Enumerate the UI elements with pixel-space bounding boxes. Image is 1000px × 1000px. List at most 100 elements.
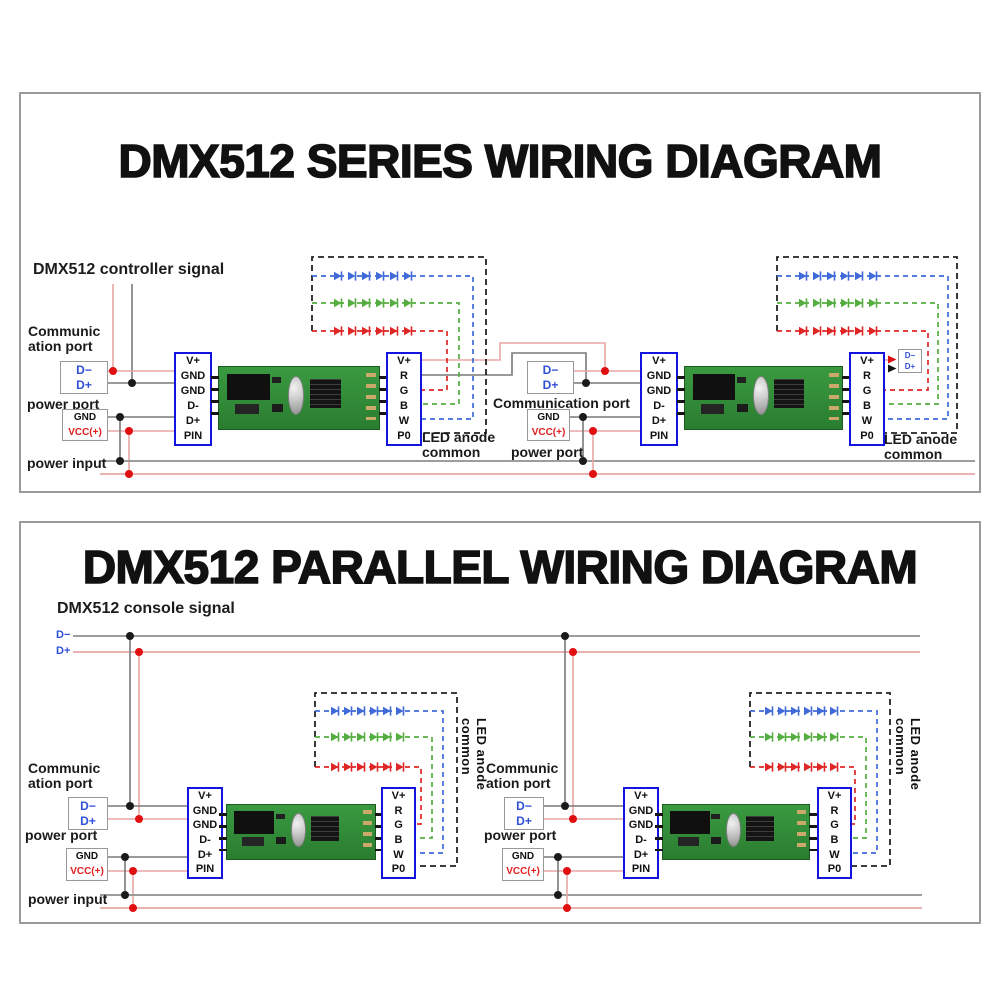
pcb-pads-icon	[829, 373, 839, 421]
pcb-component-icon	[235, 404, 259, 415]
parallel-module1-connector-right: V+ R G B W P0	[381, 787, 416, 879]
pcb-pads-icon	[366, 373, 376, 421]
pcb-component-icon	[275, 813, 285, 820]
bus-d-minus-label: D−	[56, 629, 71, 641]
pin-label: G	[830, 819, 839, 832]
pin-label: PIN	[195, 863, 215, 876]
pin-label: R	[863, 370, 871, 382]
pcb-component-icon	[711, 813, 720, 820]
series-module2-pcb	[677, 366, 850, 430]
pin-label: D-	[635, 833, 647, 846]
pin-label: GND	[180, 385, 206, 397]
series-power-port-label-2: power port	[511, 444, 584, 460]
comm-label-line1: Communic	[28, 760, 101, 776]
pin-label: GND	[646, 385, 672, 397]
pin-label: V+	[186, 355, 200, 367]
pin-label: B	[830, 833, 839, 846]
parallel-led-anode-label-2: LED anode common	[893, 718, 923, 791]
pin-label: P0	[391, 863, 406, 876]
pin-label: B	[400, 400, 408, 412]
pin-label: R	[830, 804, 839, 817]
pcb-crystal-icon	[290, 813, 306, 848]
d-plus-terminal: D+	[904, 361, 916, 371]
pcb-chip-icon	[311, 815, 340, 841]
pcb-component-icon	[711, 837, 722, 844]
pin-label: D+	[185, 415, 201, 427]
pin-label: R	[400, 370, 408, 382]
pin-label: V+	[397, 355, 411, 367]
pin-label: D-	[199, 833, 211, 846]
series-comm-port-box-1: D− D+	[60, 361, 108, 394]
led-anode-line2: common	[884, 446, 943, 462]
pcb-component-icon	[275, 837, 287, 844]
pcb-chip-icon	[746, 815, 774, 841]
pcb-component-icon	[241, 837, 264, 847]
series-power-port-box-1: GND VCC(+)	[62, 409, 108, 441]
pin-label: W	[393, 848, 404, 861]
pin-label: V+	[827, 789, 842, 802]
series-module2-connector-left: V+ GND GND D- D+ PIN	[640, 352, 678, 446]
series-next-module-port: D− D+	[898, 349, 922, 373]
series-comm-port-box-2: D− D+	[527, 361, 574, 394]
pin-label: GND	[628, 804, 654, 817]
parallel-power-port-label-1: power port	[25, 827, 98, 843]
parallel-comm-port-box-1: D− D+	[68, 797, 108, 830]
pcb-chip-icon	[774, 379, 805, 408]
pcb-chip-icon	[670, 811, 710, 835]
led-anode-line2: common	[422, 444, 481, 460]
pin-label: G	[394, 819, 403, 832]
series-power-port-label-1: power port	[27, 396, 100, 412]
pcb-component-icon	[677, 837, 700, 847]
pin-label: P0	[397, 430, 411, 442]
pin-label: D+	[197, 848, 213, 861]
pin-label: GND	[180, 370, 206, 382]
gnd-terminal: GND	[511, 850, 535, 862]
pin-label: PIN	[631, 863, 651, 876]
pin-label: GND	[192, 819, 218, 832]
pin-label: P0	[827, 863, 842, 876]
parallel-module2-connector-right: V+ R G B W P0	[817, 787, 852, 879]
pcb-component-icon	[271, 376, 282, 384]
pin-label: GND	[646, 370, 672, 382]
pcb-crystal-icon	[752, 376, 769, 416]
pin-label: D+	[633, 848, 649, 861]
pin-label: D+	[651, 415, 667, 427]
parallel-comm-port-label-1: Communic ation port	[28, 761, 100, 791]
comm-label-line2: ation port	[486, 775, 551, 791]
pin-label: W	[829, 848, 840, 861]
vcc-terminal: VCC(+)	[70, 866, 104, 878]
pin-label: B	[863, 400, 871, 412]
d-minus-terminal: D−	[904, 350, 916, 360]
pcb-component-icon	[700, 404, 725, 415]
pcb-chip-icon	[234, 811, 275, 835]
pin-label: V+	[652, 355, 666, 367]
pcb-pads-icon	[797, 810, 807, 852]
d-minus-terminal: D−	[516, 798, 532, 813]
d-minus-terminal: D−	[76, 362, 92, 377]
series-module1-pcb	[211, 366, 387, 430]
pin-label: PIN	[183, 430, 203, 442]
pin-label: G	[399, 385, 409, 397]
pin-label: D-	[653, 400, 665, 412]
series-power-input-label: power input	[27, 455, 107, 471]
series-signal-label: DMX512 controller signal	[33, 261, 225, 278]
pin-label: P0	[860, 430, 874, 442]
parallel-power-input-label: power input	[28, 891, 108, 907]
d-plus-terminal: D+	[542, 378, 559, 393]
pcb-component-icon	[736, 404, 748, 412]
pin-label: W	[398, 415, 410, 427]
pcb-chip-icon	[310, 379, 341, 408]
pin-label: PIN	[649, 430, 669, 442]
vcc-terminal: VCC(+)	[68, 426, 102, 438]
pcb-crystal-icon	[725, 813, 741, 848]
comm-label-line1: Communic	[486, 760, 559, 776]
parallel-power-port-label-2: power port	[484, 827, 557, 843]
parallel-power-port-box-2: GND VCC(+)	[502, 848, 544, 881]
d-plus-terminal: D+	[80, 814, 96, 829]
series-module1-connector-right: V+ R G B W P0	[386, 352, 422, 446]
pin-label: V+	[860, 355, 874, 367]
vcc-terminal: VCC(+)	[531, 426, 566, 438]
series-comm-port-label-1: Communic ation port	[28, 324, 100, 354]
series-power-port-box-2: GND VCC(+)	[527, 409, 570, 441]
parallel-comm-port-label-2: Communic ation port	[486, 761, 558, 791]
